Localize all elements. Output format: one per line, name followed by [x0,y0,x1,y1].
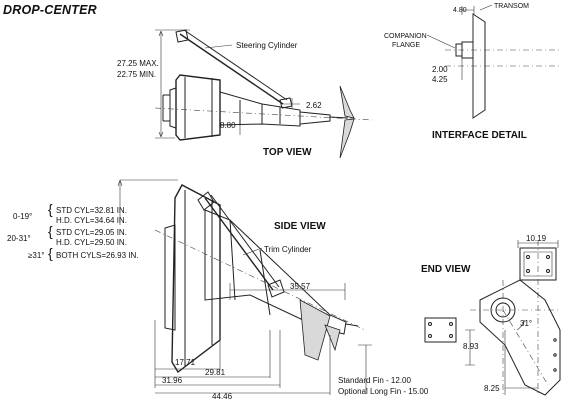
end-view-body [479,279,561,396]
side-view-dim-2981: 29.81 [205,368,226,377]
side-view-range-2-hd: H.D. CYL=29.50 IN. [56,238,127,247]
transom-label: TRANSOM [494,3,529,10]
drawing-title: DROP-CENTER [3,3,97,17]
side-view-range-3: ≥31° [28,251,45,260]
end-view-top-plate [519,247,557,281]
side-view-dim-1771: 17.71 [175,358,196,367]
top-view-dim-262: 2.62 [306,101,322,110]
top-view-dim-880: 8.80 [220,121,236,130]
standard-fin-note: Standard Fin - 12.00 [338,376,411,385]
side-view-trim-cylinder [204,197,274,291]
side-view-dim-3196: 31.96 [162,376,183,385]
top-view-label: TOP VIEW [263,147,312,158]
side-view-dim-4446: 44.46 [212,392,233,401]
svg-text:{: { [48,201,53,217]
side-view-range-3-both: BOTH CYLS=26.93 IN. [56,251,138,260]
end-view-dim-1019: 10.19 [526,234,547,243]
side-view-range-1-std: STD CYL=32.81 IN. [56,206,127,215]
end-view [424,240,561,396]
end-view-label: END VIEW [421,264,471,275]
side-view-range-2: 20-31° [7,234,31,243]
end-view-dim-893: 8.93 [463,342,479,351]
trim-cylinder-callout: Trim Cylinder [264,245,312,254]
side-view-drive-leg [204,209,347,335]
top-view-housing [175,74,221,141]
interface-detail-label: INTERFACE DETAIL [432,130,527,141]
side-view-range-2-std: STD CYL=29.05 IN. [56,228,127,237]
top-view-propeller-upper [339,85,355,119]
top-view-propeller-lower [339,118,355,159]
companion-flange-label-line1: COMPANION [384,33,427,40]
steering-cylinder-callout: Steering Cylinder [236,41,298,50]
end-view-dim-825: 8.25 [484,384,500,393]
interface-dim-425: 4.25 [432,75,448,84]
side-view [117,179,372,395]
interface-dim-200: 2.00 [432,65,448,74]
end-view-angle: 31° [520,319,532,328]
svg-text:{: { [48,245,53,261]
side-view-propeller [299,299,331,361]
side-view-dim-3557: 35.57 [290,282,311,291]
interface-detail [426,4,560,119]
top-view [154,29,373,159]
side-view-range-1: 0-19° [13,212,32,221]
top-view-dim-max: 27.25 MAX. [117,59,159,68]
svg-text:{: { [48,223,53,239]
top-view-dim-min: 22.75 MIN. [117,70,156,79]
end-view-mount [424,317,457,343]
companion-flange-label-line2: FLANGE [392,42,420,49]
top-view-flange [169,87,177,129]
side-view-range-1-hd: H.D. CYL=34.64 IN. [56,216,127,225]
top-view-steering-cylinder [179,33,284,105]
optional-fin-note: Optional Long Fin - 15.00 [338,387,429,396]
interface-dim-480: 4.80 [453,7,467,14]
side-view-label: SIDE VIEW [274,221,326,232]
